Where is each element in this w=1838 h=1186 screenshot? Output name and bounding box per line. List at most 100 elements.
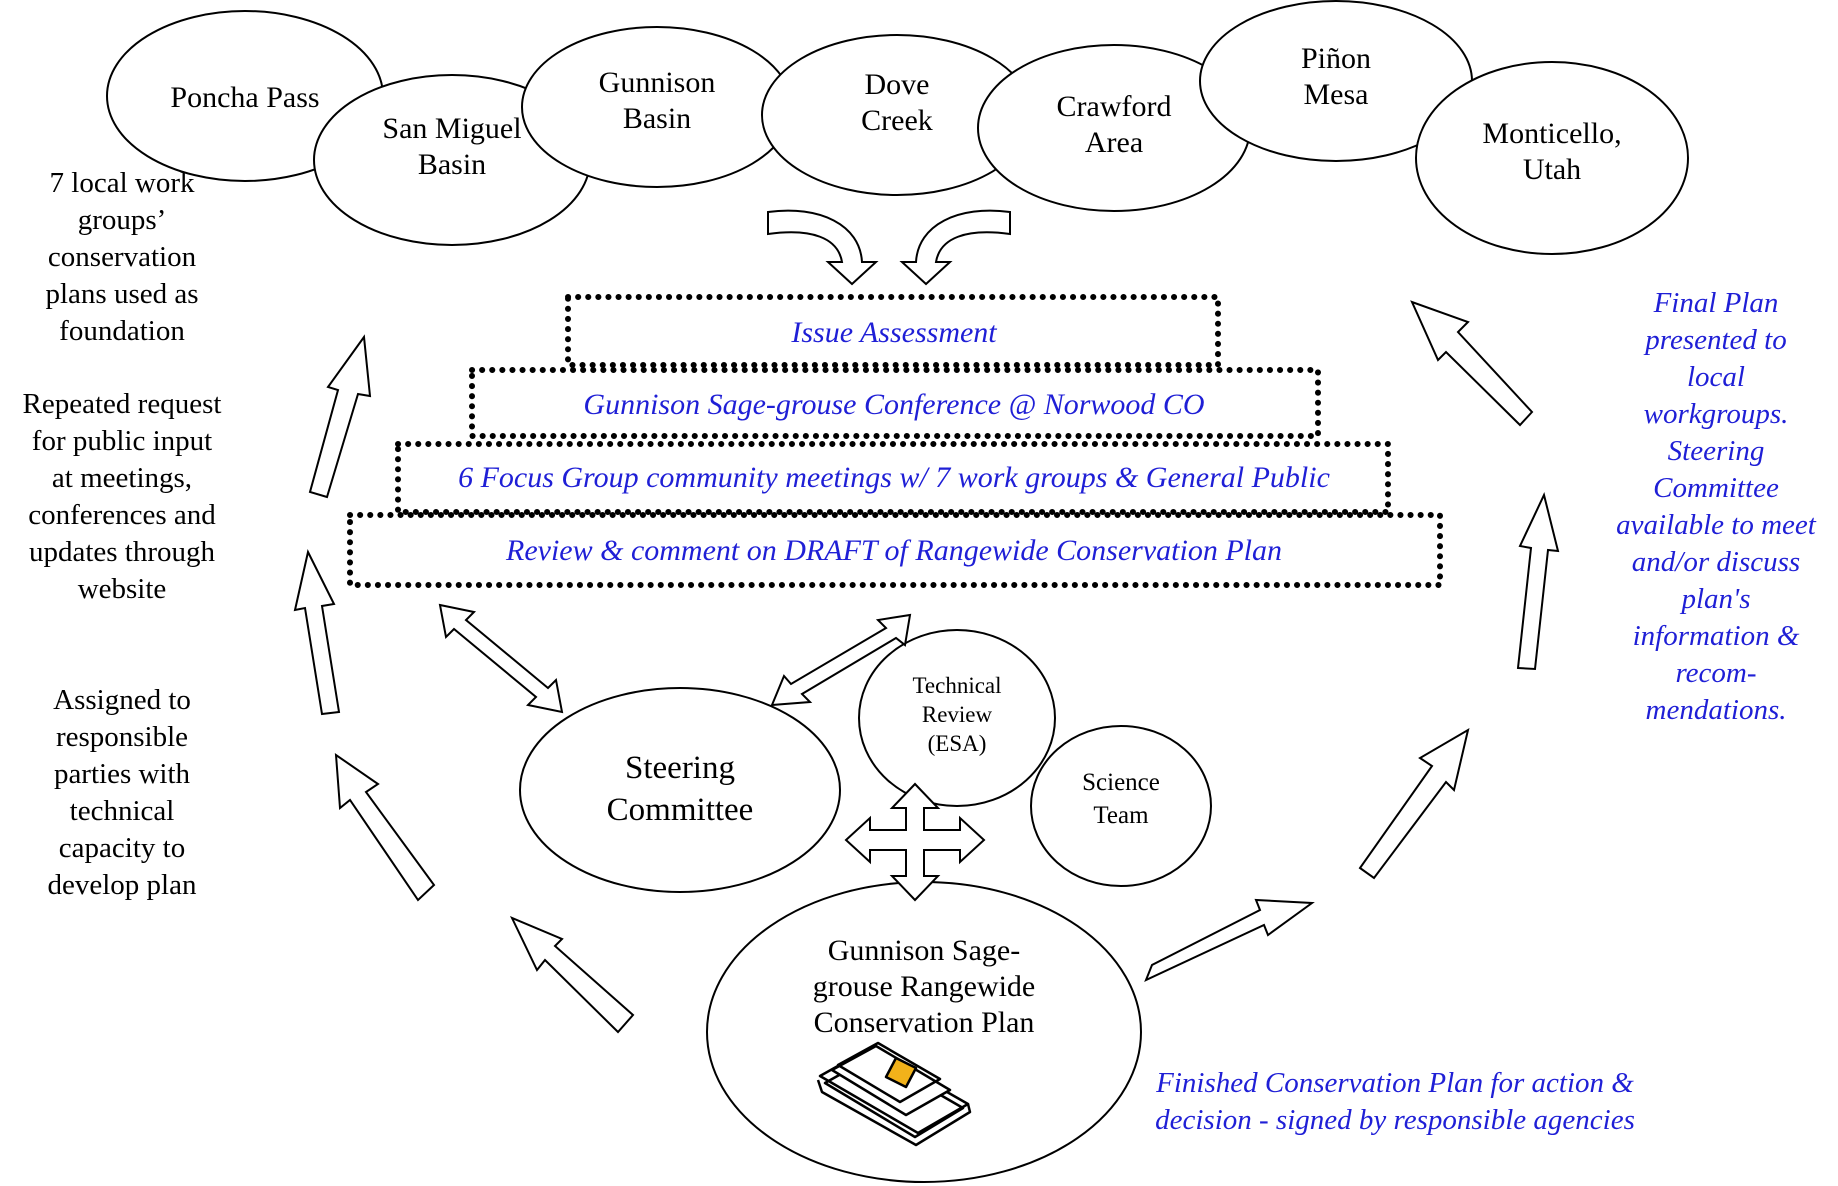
technical-review-label: Technical: [912, 673, 1001, 698]
work-group-crawford-area: Crawford Area: [977, 44, 1251, 212]
note-assigned: Assigned to responsible parties with tec…: [14, 682, 230, 904]
arrow-up-icon: [1516, 492, 1560, 671]
cycle-arrows-right: [1144, 300, 1560, 982]
document-icon: [816, 1041, 972, 1147]
note-line: parties with: [53, 758, 191, 790]
note-line: develop plan: [47, 869, 197, 901]
note-final-plan: Final Plan presented to local workgroups…: [1598, 285, 1834, 729]
work-group-poncha-pass: Poncha Pass: [106, 10, 384, 182]
note-line: local: [1687, 361, 1745, 393]
note-line: Committee: [1653, 472, 1779, 504]
step-box-issue-assessment: [565, 294, 1221, 368]
note-line: responsible: [55, 721, 189, 753]
note-line: 7 local work: [49, 167, 195, 199]
note-line: Assigned to: [53, 684, 191, 716]
note-line: Repeated request: [22, 388, 222, 420]
note-line: updates through: [28, 536, 216, 568]
arrow-up-icon: [334, 752, 436, 902]
note-line: workgroups.: [1643, 398, 1789, 430]
step-issue-assessment: Issue Assessment: [790, 316, 997, 349]
note-public-input: Repeated request for public input at mee…: [4, 386, 240, 608]
step-box-conference: [469, 367, 1321, 439]
step-conference: Gunnison Sage-grouse Conference @ Norwoo…: [583, 388, 1204, 421]
work-group-label: Piñon: [1301, 42, 1371, 75]
note-line: groups’: [77, 204, 167, 236]
plan-label: grouse Rangewide: [813, 970, 1035, 1003]
steering-label: Committee: [607, 792, 754, 828]
step-box-review-draft: [347, 512, 1443, 588]
step-review-draft: Review & comment on DRAFT of Rangewide C…: [505, 534, 1282, 567]
note-line: Final Plan: [1653, 287, 1779, 319]
note-foundation: 7 local work groups’ conservation plans …: [14, 165, 230, 350]
arrow-up-icon: [308, 334, 372, 499]
note-line: Steering: [1667, 435, 1765, 467]
work-group-label: Basin: [418, 148, 486, 181]
cycle-arrows-left: [293, 334, 635, 1034]
double-arrow-icon: [438, 603, 564, 714]
plan-label: Gunnison Sage-: [828, 934, 1020, 967]
work-groups: Poncha Pass San Miguel Basin Gunnison Ba…: [106, 0, 1689, 255]
double-arrow-icon: [770, 613, 912, 707]
technical-review: Technical Review (ESA): [858, 629, 1056, 807]
note-line: and/or discuss: [1631, 546, 1801, 578]
step-box-focus-groups: [395, 441, 1391, 515]
work-group-label: Area: [1085, 126, 1143, 159]
work-group-pinon-mesa: Piñon Mesa: [1199, 0, 1473, 162]
arrow-up-icon: [1358, 727, 1470, 880]
science-team: Science Team: [1030, 725, 1212, 887]
curved-arrow-right-icon: [767, 209, 879, 286]
note-line: Finished Conservation Plan for action &: [1156, 1067, 1634, 1099]
note-line: capacity to: [58, 832, 186, 864]
note-line: conferences and: [28, 499, 216, 531]
steering-committee: Steering Committee: [519, 687, 841, 893]
note-finished-plan: Finished Conservation Plan for action & …: [1120, 1065, 1670, 1139]
science-team-label: Team: [1093, 802, 1149, 829]
work-group-label: Utah: [1523, 153, 1581, 186]
work-group-monticello-utah: Monticello, Utah: [1415, 61, 1689, 255]
arrow-up-icon: [1410, 300, 1534, 427]
four-way-arrow-icon: [844, 782, 986, 902]
note-line: recom-: [1675, 657, 1757, 689]
conservation-plan: Gunnison Sage- grouse Rangewide Conserva…: [706, 881, 1142, 1183]
work-group-san-miguel-basin: San Miguel Basin: [313, 74, 591, 246]
note-line: available to meet: [1616, 509, 1816, 541]
work-group-label: Monticello,: [1482, 117, 1621, 150]
arrow-up-icon: [1144, 898, 1315, 982]
work-group-label: Poncha Pass: [170, 81, 319, 114]
note-line: for public input: [31, 425, 213, 457]
note-line: at meetings,: [51, 462, 193, 494]
arrow-up-icon: [509, 916, 635, 1034]
note-line: technical: [69, 795, 175, 827]
work-group-label: Gunnison: [599, 66, 716, 99]
curved-arrow-left-icon: [899, 209, 1011, 286]
note-line: conservation: [47, 241, 197, 273]
technical-review-label: Review: [922, 702, 993, 727]
arrow-up-icon: [293, 549, 341, 716]
note-line: presented to: [1645, 324, 1787, 356]
note-line: plans used as: [45, 278, 199, 310]
science-team-label: Science: [1082, 769, 1160, 796]
work-group-label: Dove: [865, 68, 930, 101]
plan-label: Conservation Plan: [814, 1006, 1035, 1039]
work-group-label: Crawford: [1057, 90, 1172, 123]
technical-review-label: (ESA): [928, 731, 987, 756]
work-group-label: Mesa: [1304, 78, 1369, 111]
step-focus-groups: 6 Focus Group community meetings w/ 7 wo…: [458, 461, 1330, 494]
double-arrows: [438, 603, 986, 902]
note-line: information &: [1632, 620, 1800, 652]
work-group-dove-creek: Dove Creek: [761, 34, 1033, 196]
work-group-label: Basin: [623, 102, 691, 135]
process-step-labels: Issue Assessment Gunnison Sage-grouse Co…: [458, 316, 1330, 567]
note-line: website: [77, 573, 167, 605]
note-line: decision - signed by responsible agencie…: [1155, 1104, 1635, 1136]
work-group-gunnison-basin: Gunnison Basin: [521, 26, 793, 188]
process-pyramid: [347, 294, 1443, 588]
steering-label: Steering: [625, 750, 735, 786]
work-group-label: Creek: [861, 104, 933, 137]
note-line: foundation: [59, 315, 185, 347]
note-line: mendations.: [1645, 694, 1787, 726]
work-group-label: San Miguel: [382, 112, 521, 145]
curved-arrows: [767, 209, 1011, 286]
note-line: plan's: [1681, 583, 1751, 615]
